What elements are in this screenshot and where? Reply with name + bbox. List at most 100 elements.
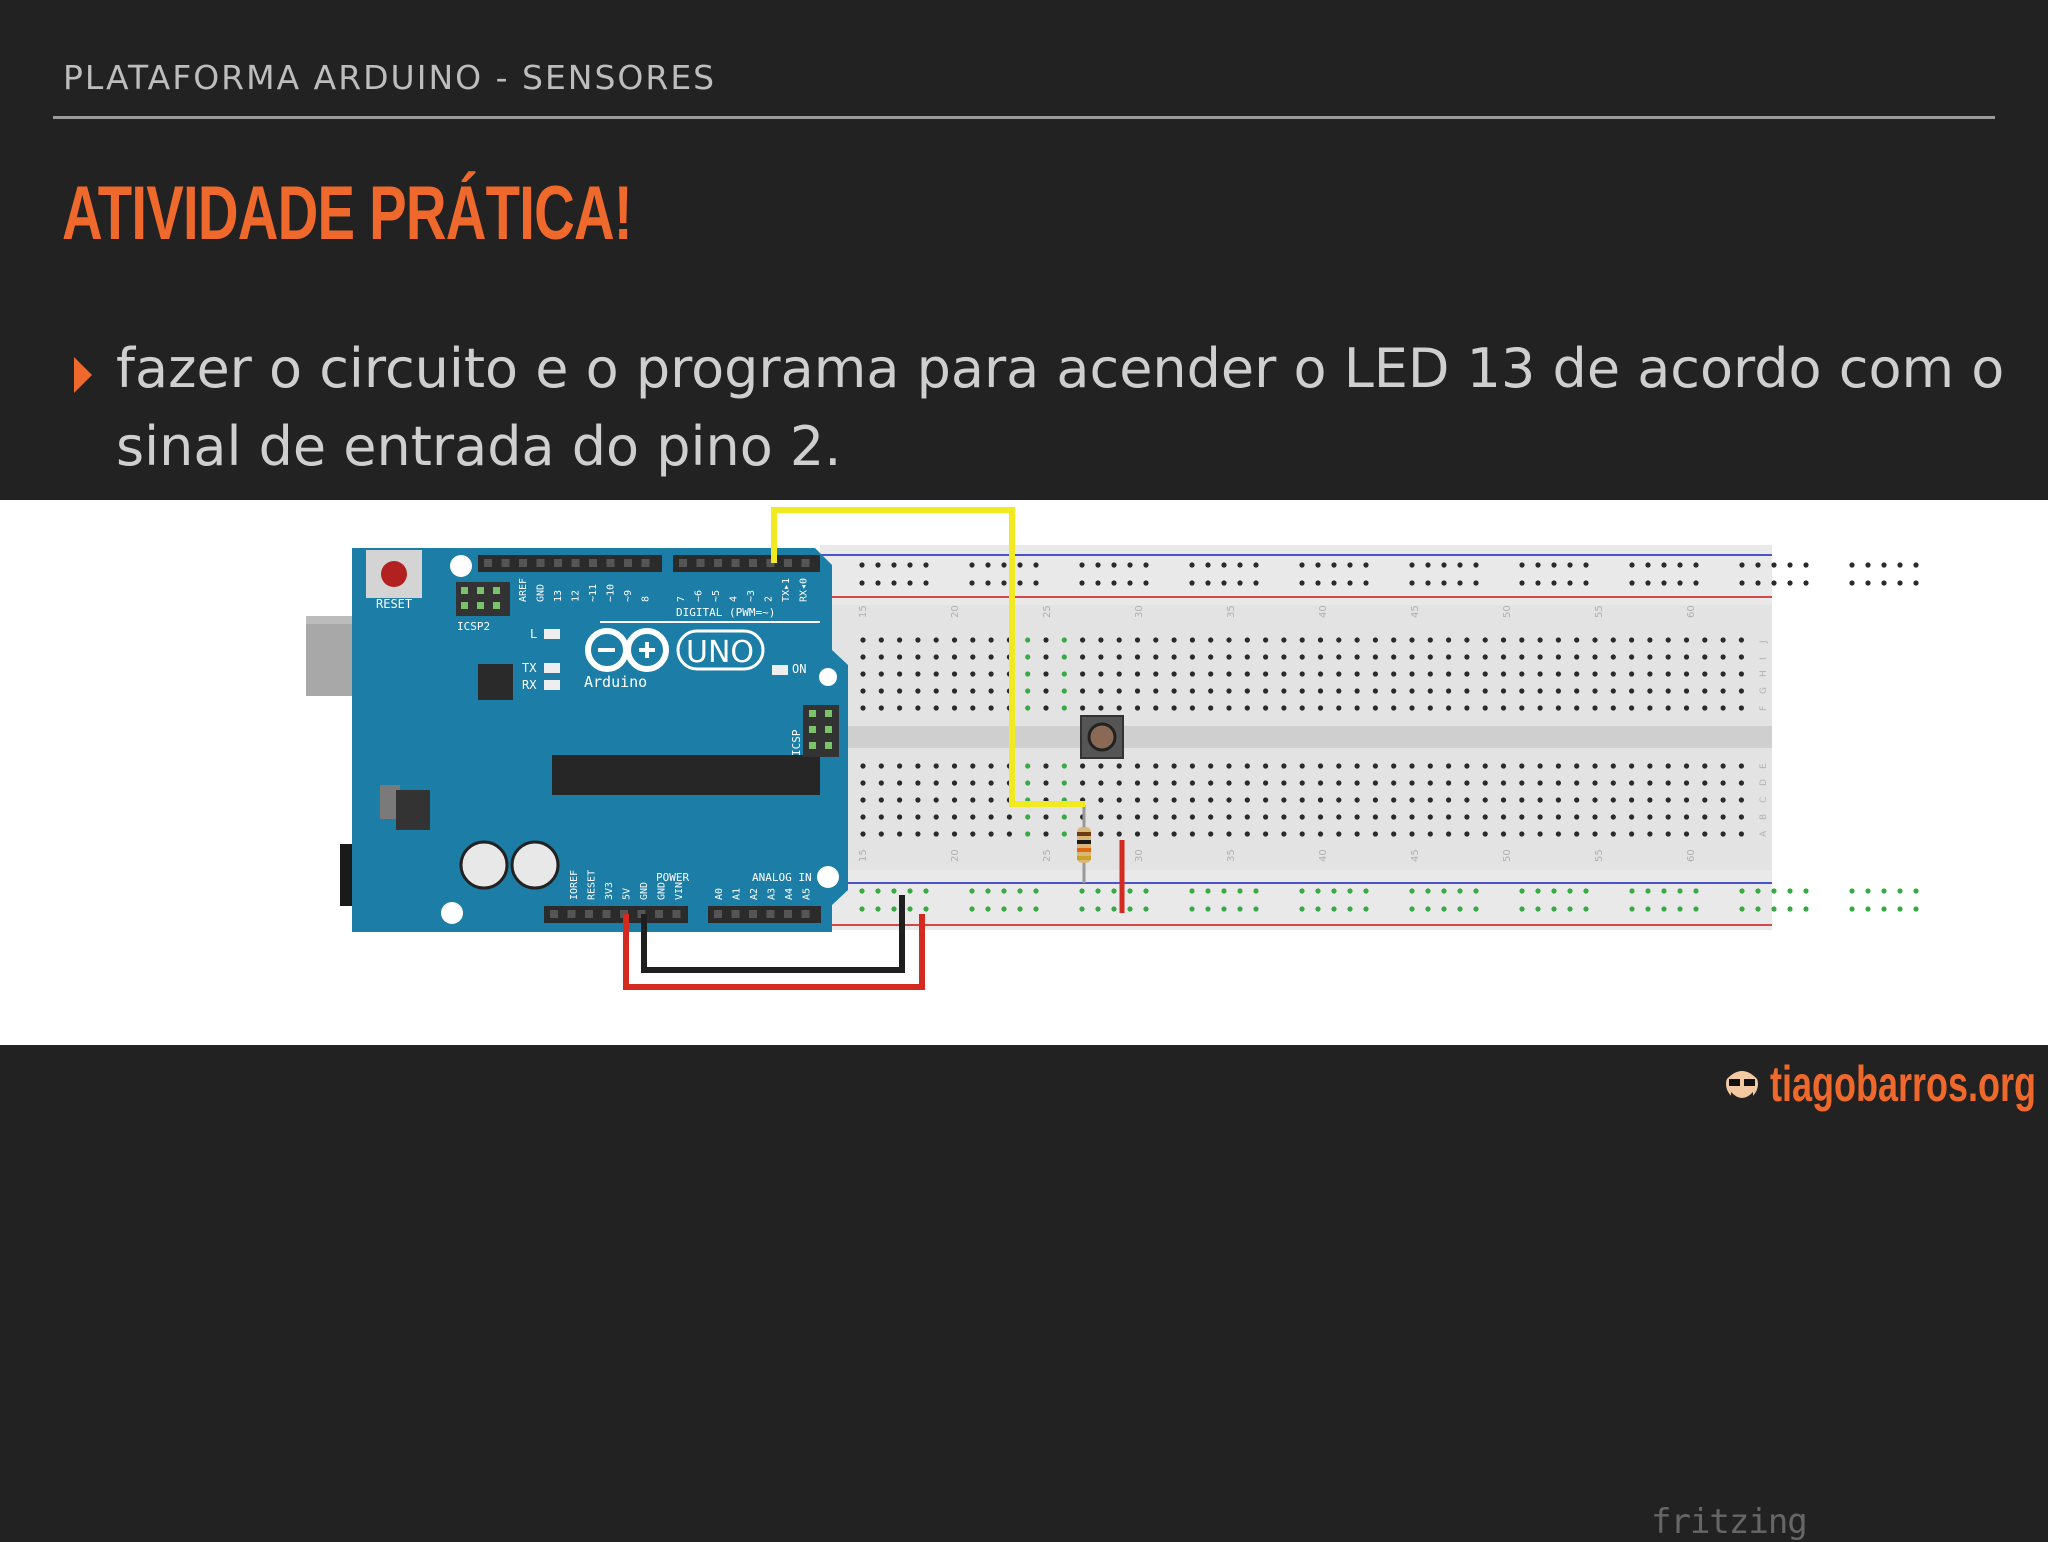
rail-hole [1143,580,1149,586]
breadboard-hole [1134,797,1141,803]
breadboard-hole [1336,637,1342,643]
rail-hole [1849,888,1855,894]
breadboard-hole [1134,688,1141,694]
breadboard-hole [1409,637,1415,643]
pin-label: ~9 [623,590,634,602]
rail-hole [907,906,913,912]
breadboard-hole [1354,763,1360,769]
breadboard-hole [1061,637,1067,643]
rail-hole [1535,580,1541,586]
breadboard-hole [1537,654,1543,660]
pin-label: RESET [587,870,598,900]
breadboard-hole [1391,831,1397,837]
pin-label: TX▸1 [781,578,792,602]
breadboard-hole [1354,671,1360,677]
icsp2-pin [477,602,484,609]
rail-hole [1881,906,1887,912]
breadboard-hole [1409,814,1415,820]
header-pin [801,559,810,567]
header-pin [641,559,650,567]
breadboard-hole [915,814,921,820]
rail-hole [1111,562,1117,568]
header-pin [519,559,527,567]
breadboard-hole [1683,671,1690,677]
rail-hole [1771,562,1777,568]
breadboard-hole [878,814,884,820]
breadboard-hole [1244,671,1250,677]
rail-hole [1127,906,1133,912]
column-number: 20 [950,849,961,862]
rail-hole [1771,906,1777,912]
rail-hole [969,562,975,568]
breadboard-hole [860,763,866,769]
site-logo[interactable]: tiagobarros.org [1722,1054,2048,1114]
breadboard-hole [1354,688,1360,694]
breadboard-hole [897,763,903,769]
breadboard-hole [1281,814,1287,820]
pin-label: 13 [553,590,564,602]
breadboard-hole [1116,831,1122,837]
breadboard-hole [1702,763,1708,769]
reset-label: RESET [376,597,412,611]
breadboard-hole [878,654,884,660]
rail-hole [1803,888,1809,894]
rail-hole [1299,562,1305,568]
breadboard-hole [897,637,903,643]
column-number: 50 [1502,605,1513,618]
breadboard-hole [897,671,903,677]
breadboard-hole [1098,688,1104,694]
breadboard-hole [970,831,976,837]
breadboard-hole [1702,671,1708,677]
breadboard-hole [1720,688,1726,694]
breadboard-hole [1134,637,1141,643]
column-number: 55 [1594,605,1605,618]
breadboard-hole [1446,654,1452,660]
brand-label: Arduino [584,673,647,691]
breadboard-hole [1189,705,1195,711]
breadboard-hole [1683,705,1690,711]
breadboard-hole [1537,814,1543,820]
rail-hole [859,580,865,586]
rail-hole [1331,580,1337,586]
breadboard-hole [1409,780,1415,786]
rail-hole [875,580,881,586]
column-number: 15 [858,605,869,618]
breadboard-hole [1629,780,1635,786]
rail-hole [1661,562,1667,568]
breadboard-hole [878,797,884,803]
breadboard-hole [1317,763,1324,769]
breadboard-hole [1208,763,1214,769]
breadboard-hole [988,688,994,694]
breadboard-hole [1226,814,1232,820]
header-pin [801,910,810,918]
breadboard-hole [1189,797,1195,803]
rail-hole [1205,562,1211,568]
breadboard-hole [933,654,939,660]
breadboard-hole [1025,705,1031,711]
rail-hole [1849,906,1855,912]
breadboard-hole [1702,654,1708,660]
breadboard-hole [897,780,903,786]
rail-hole [1143,906,1149,912]
site-name[interactable]: tiagobarros.org [1770,1056,2037,1112]
breadboard-hole [915,797,921,803]
row-letter: A [1759,830,1769,837]
pin-label: IOREF [569,870,580,900]
breadboard-hole [1446,671,1452,677]
breadboard-hole [1189,780,1195,786]
breadboard-hole [1409,831,1415,837]
breadboard-hole [951,705,958,711]
breadboard-hole [1519,637,1525,643]
rail-hole [1409,562,1415,568]
breadboard-hole [1574,814,1580,820]
breadboard-hole [988,671,994,677]
breadboard-hole [1500,654,1507,660]
breadboard-hole [1464,688,1470,694]
breadboard-hole [1464,671,1470,677]
header-pin [766,910,775,918]
slide-header: PLATAFORMA ARDUINO - SENSORES [63,58,717,97]
breadboard-hole [988,831,994,837]
icsp2-pin [461,587,468,594]
breadboard-center-channel [820,726,1772,748]
